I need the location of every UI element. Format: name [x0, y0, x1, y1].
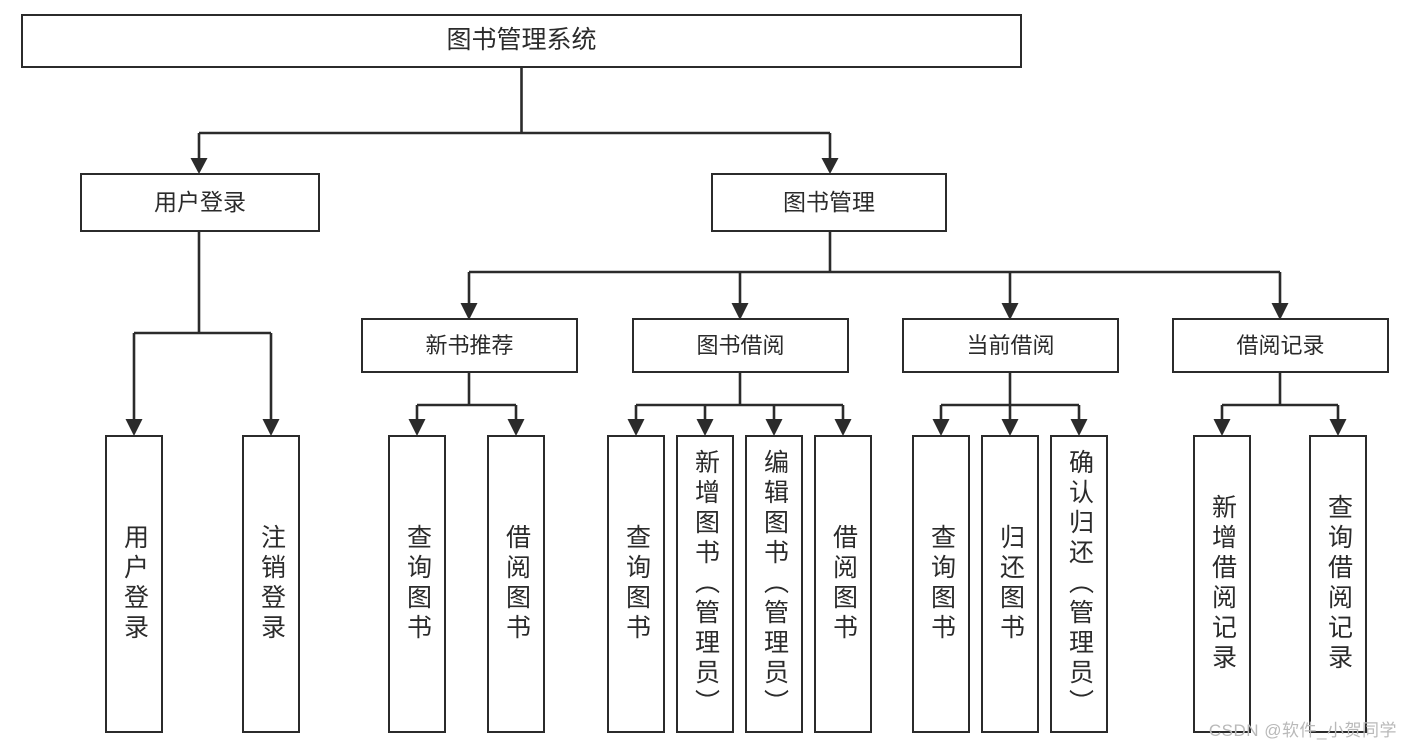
node-label: 用户登录 [154, 188, 246, 215]
node-label: 借阅记录 [1236, 332, 1325, 358]
edge-root-to-level2 [190, 68, 839, 174]
node-label: 当前借阅 [966, 332, 1055, 358]
node-label: 新增图书（管理员） [691, 449, 720, 719]
leaf-query-borrow-record[interactable]: 查询借阅记录 [1309, 435, 1367, 733]
node-current-borrow[interactable]: 当前借阅 [902, 318, 1119, 373]
leaf-add-borrow-record[interactable]: 新增借阅记录 [1193, 435, 1251, 733]
node-label: 图书管理系统 [446, 26, 597, 55]
leaf-user-login[interactable]: 用户登录 [105, 435, 163, 733]
node-label: 借阅图书 [829, 524, 858, 644]
leaf-return-book[interactable]: 归还图书 [981, 435, 1039, 733]
leaf-borrow-book[interactable]: 借阅图书 [814, 435, 872, 733]
node-user-login[interactable]: 用户登录 [80, 173, 320, 232]
node-label: 注销登录 [257, 524, 286, 644]
edge-current-borrow-to-leaves [932, 373, 1088, 436]
node-label: 确认归还（管理员） [1065, 449, 1094, 719]
node-label: 查询图书 [403, 524, 432, 644]
watermark-text: CSDN @软件_小贺同学 [1208, 721, 1397, 740]
node-label: 归还图书 [996, 524, 1025, 644]
leaf-query-book-current[interactable]: 查询图书 [912, 435, 970, 733]
node-label: 查询借阅记录 [1324, 494, 1353, 674]
node-root-system[interactable]: 图书管理系统 [21, 14, 1022, 68]
node-book-borrow[interactable]: 图书借阅 [632, 318, 849, 373]
node-label: 编辑图书（管理员） [760, 449, 789, 719]
leaf-borrow-book-new[interactable]: 借阅图书 [487, 435, 545, 733]
edge-book-manage-to-level3 [460, 232, 1289, 320]
node-label: 图书管理 [783, 188, 875, 215]
leaf-confirm-return-admin[interactable]: 确认归还（管理员） [1050, 435, 1108, 733]
leaf-query-book-new[interactable]: 查询图书 [388, 435, 446, 733]
node-book-management[interactable]: 图书管理 [711, 173, 947, 232]
node-label: 图书借阅 [696, 332, 785, 358]
node-borrow-records[interactable]: 借阅记录 [1172, 318, 1389, 373]
node-label: 用户登录 [120, 524, 149, 644]
edge-borrow-records-to-leaves [1213, 373, 1347, 436]
node-label: 查询图书 [927, 524, 956, 644]
node-label: 新书推荐 [425, 332, 514, 358]
leaf-add-book-admin[interactable]: 新增图书（管理员） [676, 435, 734, 733]
leaf-query-book-borrow[interactable]: 查询图书 [607, 435, 665, 733]
node-label: 新增借阅记录 [1208, 494, 1237, 674]
node-label: 查询图书 [622, 524, 651, 644]
node-label: 借阅图书 [502, 524, 531, 644]
leaf-logout[interactable]: 注销登录 [242, 435, 300, 733]
leaf-edit-book-admin[interactable]: 编辑图书（管理员） [745, 435, 803, 733]
edge-new-book-to-leaves [408, 373, 525, 436]
node-new-book-recommend[interactable]: 新书推荐 [361, 318, 578, 373]
edge-user-login-to-leaves [125, 232, 280, 436]
edge-book-borrow-to-leaves [627, 373, 852, 436]
